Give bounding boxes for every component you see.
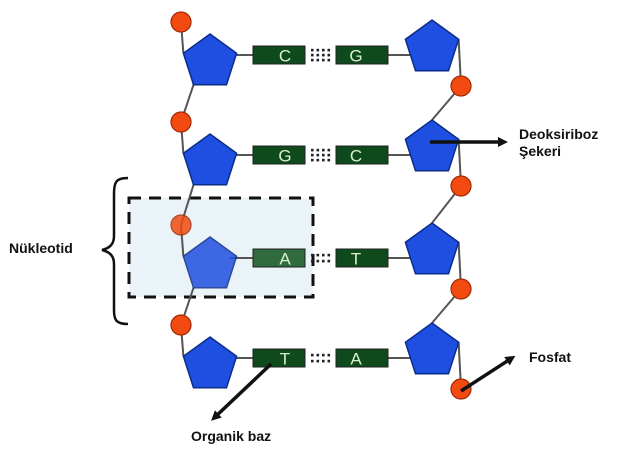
phosphate-icon	[450, 278, 472, 300]
base-letter-left: T	[280, 350, 290, 369]
base-box-right	[335, 248, 389, 268]
base-box-left	[252, 248, 306, 268]
phosphate-icon	[170, 111, 192, 133]
right-strand	[404, 19, 472, 400]
deoxyribose-sugar-icon	[404, 119, 460, 172]
deoxyribose-sugar-icon	[404, 19, 460, 72]
phosphate-icon	[170, 214, 192, 236]
deoxyribose-sugar-icon	[404, 222, 460, 275]
base-box-right	[335, 145, 389, 165]
deoxyribose-sugar-icon	[182, 236, 238, 289]
base-letter-left: G	[278, 147, 291, 166]
phosphate-arrow	[460, 355, 516, 393]
base-box-left	[252, 45, 306, 65]
organic-base-arrow	[211, 362, 273, 421]
deoxyribose-sugar-icon	[182, 33, 238, 86]
left-strand	[170, 11, 238, 389]
base-box-right	[335, 45, 389, 65]
base-letter-right: C	[350, 147, 362, 166]
base-letter-left: A	[279, 250, 291, 269]
sugar-label-line2: Şekeri	[519, 143, 562, 159]
hydrogen-bond-dots	[311, 353, 331, 363]
phosphate-label: Fosfat	[529, 349, 571, 365]
hydrogen-bond-dots	[311, 148, 331, 162]
phosphate-icon	[170, 314, 192, 336]
deoxyribose-sugar-icon	[404, 322, 460, 375]
base-box-right	[335, 348, 389, 368]
base-letter-right: T	[351, 250, 361, 269]
phosphate-icon	[450, 175, 472, 197]
nucleotide-label: Nükleotid	[9, 240, 73, 256]
organic-base-label: Organik baz	[191, 428, 272, 444]
nucleotide-brace-icon	[101, 176, 129, 326]
base-box-left	[252, 348, 306, 368]
deoxyribose-sugar-icon	[182, 133, 238, 186]
hydrogen-bond-dots	[311, 48, 331, 62]
phosphate-icon	[450, 75, 472, 97]
deoxyribose-sugar-icon	[182, 336, 238, 389]
base-letter-right: G	[349, 47, 362, 66]
base-box-left	[252, 145, 306, 165]
sugar-label-line1: Deoksiriboz	[519, 126, 599, 142]
base-letter-left: C	[279, 47, 291, 66]
base-letter-right: A	[350, 350, 362, 369]
phosphate-icon	[170, 11, 192, 33]
hydrogen-bond-dots	[311, 253, 331, 263]
